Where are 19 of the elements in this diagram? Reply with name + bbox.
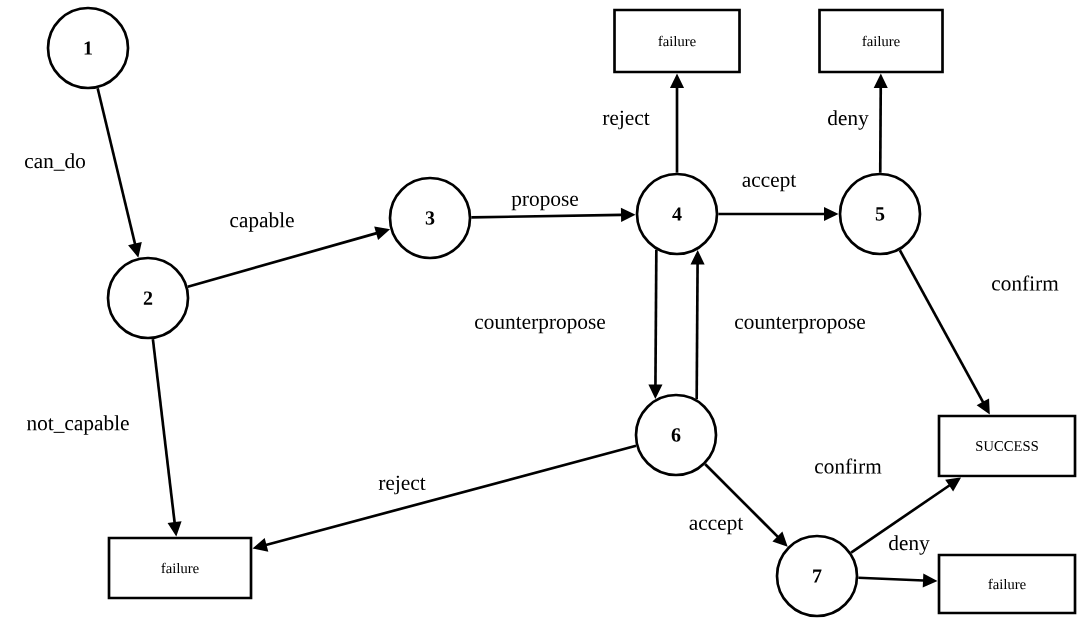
state-box: failure [818, 8, 944, 74]
edge-label: counterpropose [472, 315, 608, 335]
edge-label: accept [740, 173, 798, 193]
edge-label: deny [886, 533, 932, 557]
edge-label: deny [825, 108, 871, 132]
edge-label: reject [377, 474, 428, 496]
state-box: failure [107, 536, 253, 600]
edge-label: confirm [812, 457, 884, 475]
edge-label: not_capable [25, 414, 131, 436]
state-box: failure [613, 8, 741, 74]
edge-label: confirm [989, 274, 1061, 292]
edge-label: can_do [22, 151, 88, 173]
edge-label: counterpropose [732, 315, 868, 335]
edge-label: accept [687, 516, 745, 536]
state-box: SUCCESS [937, 414, 1077, 478]
edge-label: capable [228, 211, 296, 233]
edge-label: propose [509, 194, 581, 212]
edge-label: reject [601, 109, 652, 131]
state-box: failure [937, 553, 1077, 615]
